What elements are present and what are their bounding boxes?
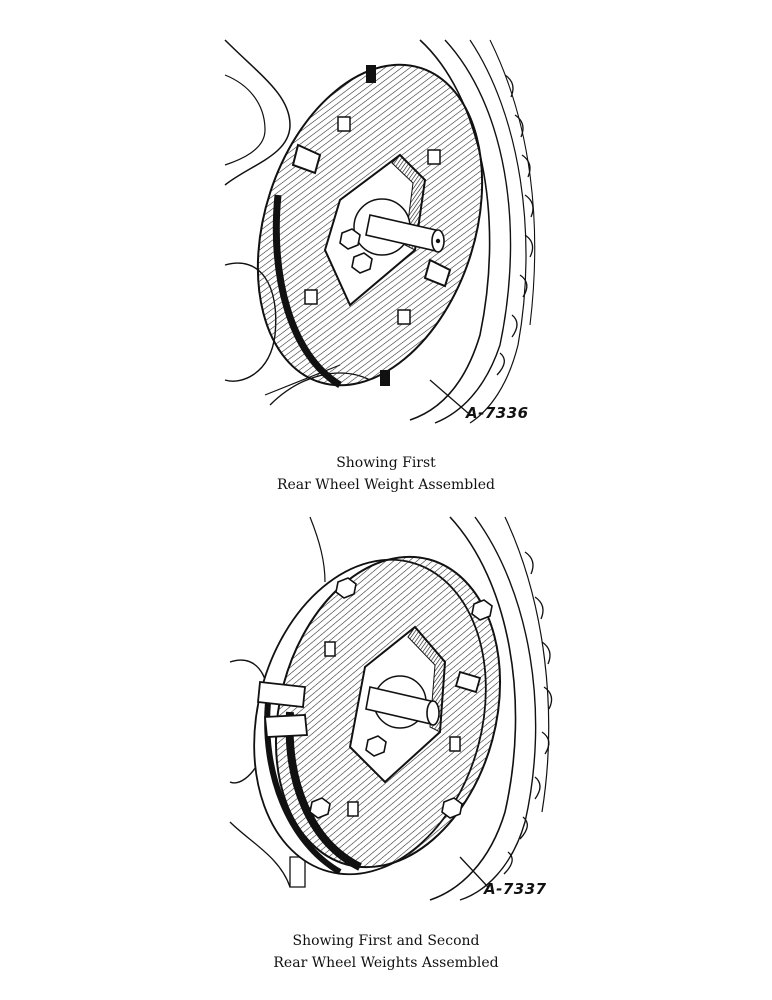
figure-1-caption: Showing First Rear Wheel Weight Assemble… <box>0 452 772 496</box>
figure-2-illustration <box>220 512 560 902</box>
rear-wheel-double-weight-drawing <box>229 516 553 901</box>
figure-1-id-label: A-7336 <box>466 404 529 422</box>
figure-1-caption-line-2: Rear Wheel Weight Assembled <box>276 477 495 493</box>
figure-2-id-label: A-7337 <box>484 880 547 898</box>
figure-2-caption-line-2: Rear Wheel Weights Assembled <box>273 955 499 971</box>
figure-1-caption-line-1: Showing First <box>336 455 436 471</box>
figure-2-caption: Showing First and Second Rear Wheel Weig… <box>0 930 772 974</box>
figure-2-caption-line-1: Showing First and Second <box>292 933 480 949</box>
rear-wheel-single-weight-drawing <box>224 39 536 424</box>
figure-1-illustration <box>220 35 540 425</box>
